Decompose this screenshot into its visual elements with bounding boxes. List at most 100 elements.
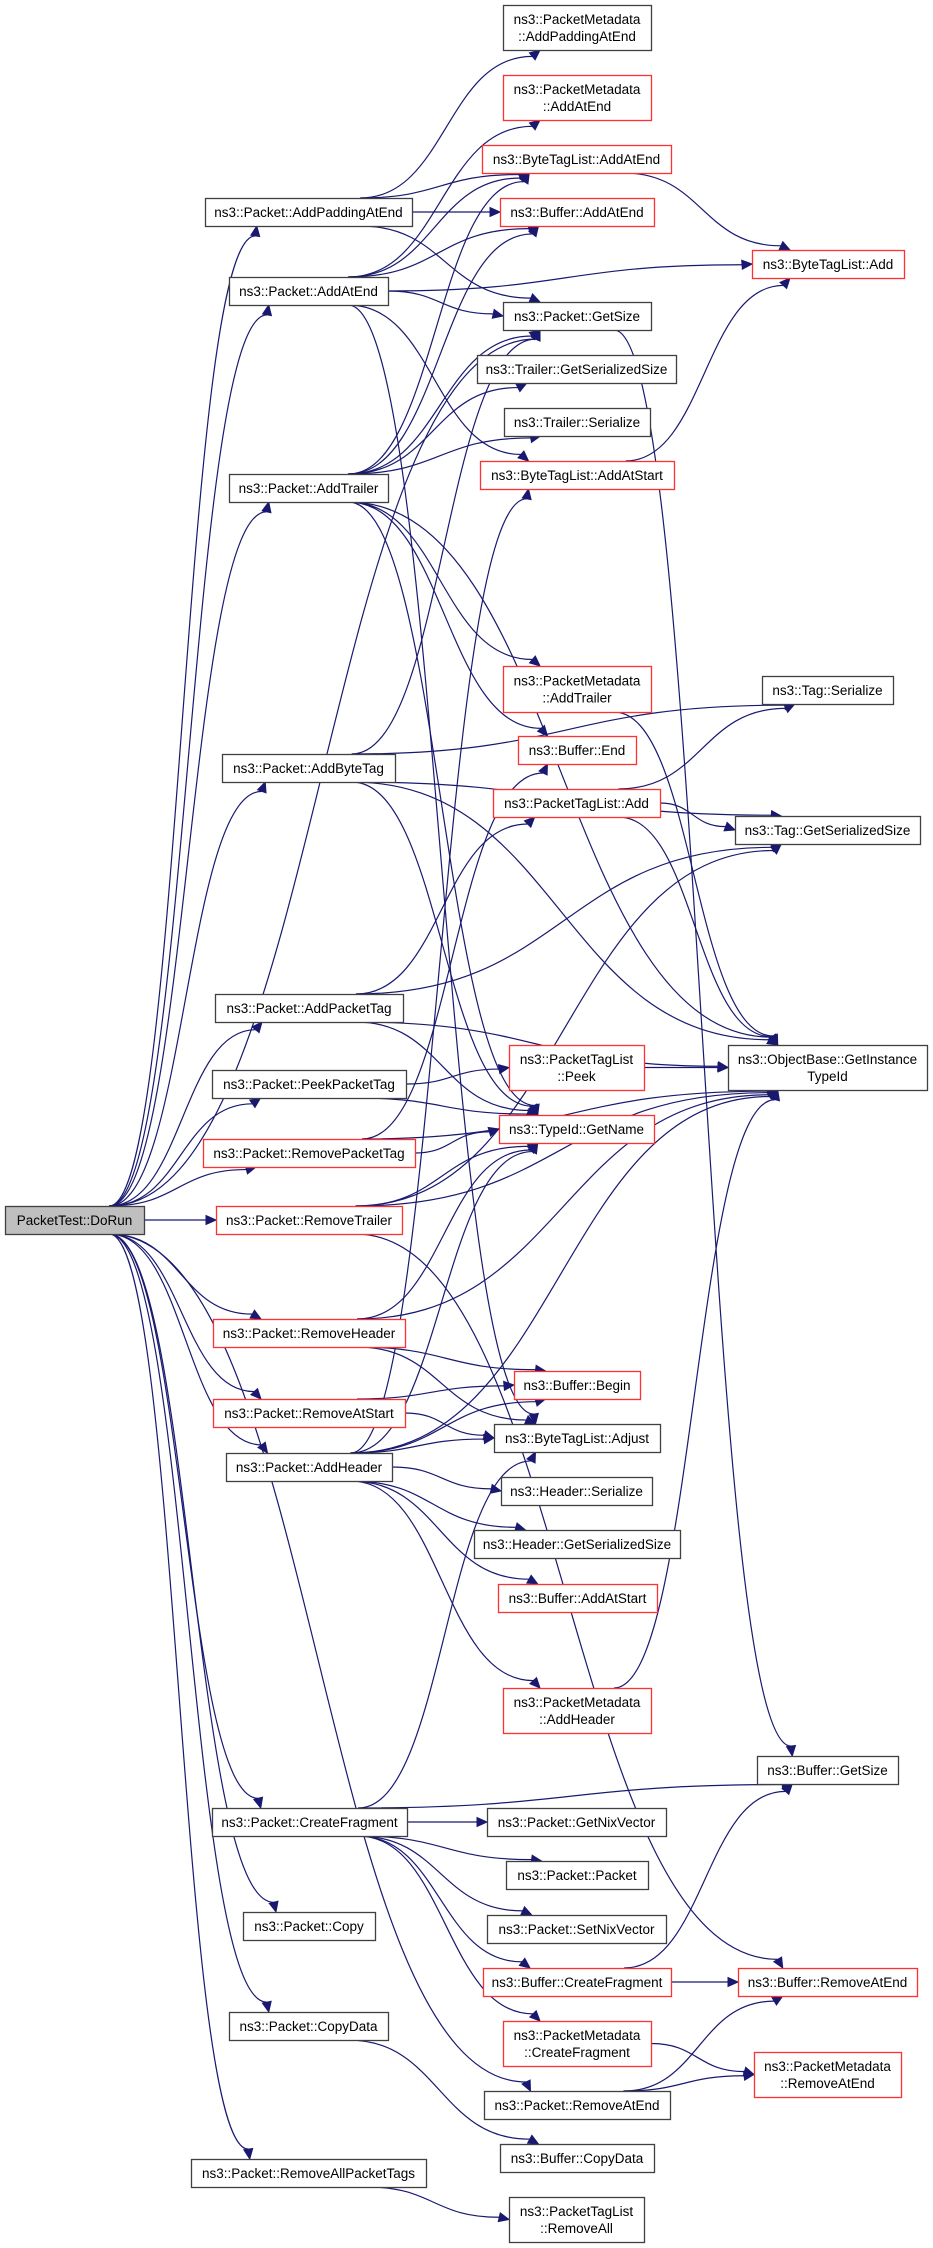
node-packetmetadata-createfragment[interactable]: ns3::PacketMetadata::CreateFragment — [502, 2020, 653, 2068]
node-packettaglist-peek[interactable]: ns3::PacketTagList::Peek — [508, 1044, 646, 1092]
node-packet-getsize[interactable]: ns3::Packet::GetSize — [502, 301, 653, 332]
node-packet-createfragment[interactable]: ns3::Packet::CreateFragment — [211, 1807, 409, 1838]
node-box — [214, 993, 405, 1024]
edge-line — [109, 1233, 249, 2150]
edge-p_addheader-to-tid_getname — [350, 1141, 539, 1454]
node-label: ns3::ByteTagList::Adjust — [505, 1431, 649, 1446]
edge-line — [109, 1103, 253, 1207]
node-packettest-dorun[interactable]: PacketTest::DoRun — [4, 1205, 146, 1236]
node-box — [751, 249, 906, 280]
edge-line — [355, 1021, 529, 1112]
arrowhead-icon — [521, 2079, 532, 2093]
edge-line — [109, 1233, 262, 1446]
node-label: ns3::Packet::AddAtEnd — [239, 284, 378, 299]
edge-ptl_add-to-tag_ser — [618, 703, 796, 790]
edge-line — [348, 177, 521, 278]
node-label: ns3::Packet::RemoveAllPacketTags — [202, 2166, 415, 2181]
arrowhead-icon — [769, 1088, 781, 1102]
node-packettaglist-removeall[interactable]: ns3::PacketTagList::RemoveAll — [508, 2196, 646, 2244]
node-packetmetadata-addheader[interactable]: ns3::PacketMetadata::AddHeader — [502, 1687, 653, 1735]
edge-line — [355, 846, 772, 995]
node-label: ns3::Buffer::AddAtEnd — [510, 205, 643, 220]
node-buffer-begin[interactable]: ns3::Buffer::Begin — [513, 1370, 642, 1401]
node-label: ns3::Packet::AddByteTag — [233, 761, 384, 776]
node-packet-removeatstart[interactable]: ns3::Packet::RemoveAtStart — [212, 1398, 407, 1429]
node-packet-removeatend[interactable]: ns3::Packet::RemoveAtEnd — [483, 2090, 672, 2121]
node-packet-copydata[interactable]: ns3::Packet::CopyData — [228, 2011, 390, 2042]
node-packet-removetrailer[interactable]: ns3::Packet::RemoveTrailer — [215, 1205, 404, 1236]
node-buffer-removeatend[interactable]: ns3::Buffer::RemoveAtEnd — [737, 1967, 919, 1998]
edge-line — [348, 386, 518, 475]
node-buffer-end[interactable]: ns3::Buffer::End — [517, 735, 638, 766]
node-buffer-addatend[interactable]: ns3::Buffer::AddAtEnd — [499, 197, 656, 228]
edge-root-to-p_addpad — [109, 224, 261, 1207]
node-packet-addbytetag[interactable]: ns3::Packet::AddByteTag — [221, 753, 397, 784]
node-typeid-getname[interactable]: ns3::TypeId::GetName — [498, 1114, 656, 1145]
node-tag-getserializedsize[interactable]: ns3::Tag::GetSerializedSize — [734, 815, 922, 846]
node-packettaglist-add[interactable]: ns3::PacketTagList::Add — [492, 788, 662, 819]
node-bytetaglist-addatend[interactable]: ns3::ByteTagList::AddAtEnd — [481, 144, 673, 175]
edge-line — [348, 227, 529, 278]
node-box — [502, 74, 653, 122]
node-box — [211, 1807, 409, 1838]
node-packet-copy[interactable]: ns3::Packet::Copy — [242, 1911, 377, 1942]
edge-line — [360, 173, 520, 199]
arrowhead-icon — [538, 762, 549, 776]
node-packetmetadata-addpaddingatend[interactable]: ns3::PacketMetadata::AddPaddingAtEnd — [502, 4, 653, 52]
node-buffer-copydata[interactable]: ns3::Buffer::CopyData — [499, 2143, 656, 2174]
node-packet-addtrailer[interactable]: ns3::Packet::AddTrailer — [228, 473, 390, 504]
node-header-serialize[interactable]: ns3::Header::Serialize — [500, 1476, 654, 1507]
node-trailer-getserializedsize[interactable]: ns3::Trailer::GetSerializedSize — [476, 354, 678, 385]
node-bytetaglist-add[interactable]: ns3::ByteTagList::Add — [751, 249, 906, 280]
edge-p_addpad-to-pm_addpad — [360, 49, 541, 199]
node-label: ns3::PacketTagList — [520, 2204, 634, 2219]
node-box — [734, 815, 922, 846]
node-packetmetadata-addtrailer[interactable]: ns3::PacketMetadata::AddTrailer — [502, 665, 653, 714]
node-packet-getnixvector[interactable]: ns3::Packet::GetNixVector — [486, 1807, 668, 1838]
node-buffer-addatstart[interactable]: ns3::Buffer::AddAtStart — [497, 1583, 659, 1614]
edge-p_removeatstart-to-btl_adjust — [404, 1412, 496, 1441]
node-packet-setnixvector[interactable]: ns3::Packet::SetNixVector — [486, 1914, 668, 1945]
node-packet-removepackettag[interactable]: ns3::Packet::RemovePacketTag — [202, 1138, 417, 1169]
node-buffer-getsize[interactable]: ns3::Buffer::GetSize — [756, 1755, 900, 1786]
node-packetmetadata-removeatend[interactable]: ns3::PacketMetadata::RemoveAtEnd — [753, 2051, 903, 2099]
node-label: ns3::ByteTagList::AddAtStart — [491, 468, 663, 483]
node-packet-addatend[interactable]: ns3::Packet::AddAtEnd — [228, 276, 390, 307]
node-packet-addpackettag[interactable]: ns3::Packet::AddPacketTag — [214, 993, 405, 1024]
edge-p_copydata-to-buf_copydata — [348, 2039, 540, 2145]
arrowhead-icon — [741, 259, 754, 271]
edge-line — [355, 1092, 769, 1207]
edge-root-to-p_removetrailer — [144, 1214, 218, 1226]
edge-ptl_add-to-tag_getser — [659, 802, 737, 832]
edge-ptl_add-to-ob_getinst — [618, 816, 779, 1046]
node-bytetaglist-addatstart[interactable]: ns3::ByteTagList::AddAtStart — [479, 460, 676, 491]
node-packetmetadata-addatend[interactable]: ns3::PacketMetadata::AddAtEnd — [502, 74, 653, 122]
node-header-getserializedsize[interactable]: ns3::Header::GetSerializedSize — [473, 1529, 682, 1560]
node-packet-removeallpackettags[interactable]: ns3::Packet::RemoveAllPacketTags — [190, 2158, 428, 2189]
node-box — [498, 1114, 656, 1145]
node-packet-addheader[interactable]: ns3::Packet::AddHeader — [225, 1452, 394, 1483]
node-label: ns3::Buffer::Begin — [523, 1378, 630, 1393]
node-box — [727, 1044, 929, 1092]
node-box — [502, 2020, 653, 2068]
edge-p_addheader-to-btl_adjust — [350, 1433, 496, 1454]
edge-p_removetrailer-to-tag_getser — [355, 843, 783, 1207]
node-tag-serialize[interactable]: ns3::Tag::Serialize — [761, 675, 895, 706]
arrowhead-icon — [727, 1976, 740, 1988]
node-packet-peekpackettag[interactable]: ns3::Packet::PeekPacketTag — [211, 1069, 408, 1100]
node-box — [228, 473, 390, 504]
edge-root-to-p_removeatstart — [109, 1233, 262, 1400]
node-packet-removeheader[interactable]: ns3::Packet::RemoveHeader — [212, 1318, 407, 1349]
edge-line — [404, 1412, 485, 1436]
node-packet-addpaddingatend[interactable]: ns3::Packet::AddPaddingAtEnd — [204, 197, 414, 228]
edge-line — [348, 180, 525, 475]
node-bytetaglist-adjust[interactable]: ns3::ByteTagList::Adjust — [493, 1423, 662, 1454]
node-buffer-createfragment[interactable]: ns3::Buffer::CreateFragment — [482, 1967, 673, 1998]
node-label: ns3::Packet::Packet — [517, 1868, 637, 1883]
edge-line — [351, 704, 785, 755]
node-trailer-serialize[interactable]: ns3::Trailer::Serialize — [503, 407, 652, 438]
arrowhead-icon — [767, 1033, 779, 1046]
node-packet-packet[interactable]: ns3::Packet::Packet — [505, 1860, 650, 1891]
node-label: ns3::Packet::Copy — [254, 1919, 364, 1934]
